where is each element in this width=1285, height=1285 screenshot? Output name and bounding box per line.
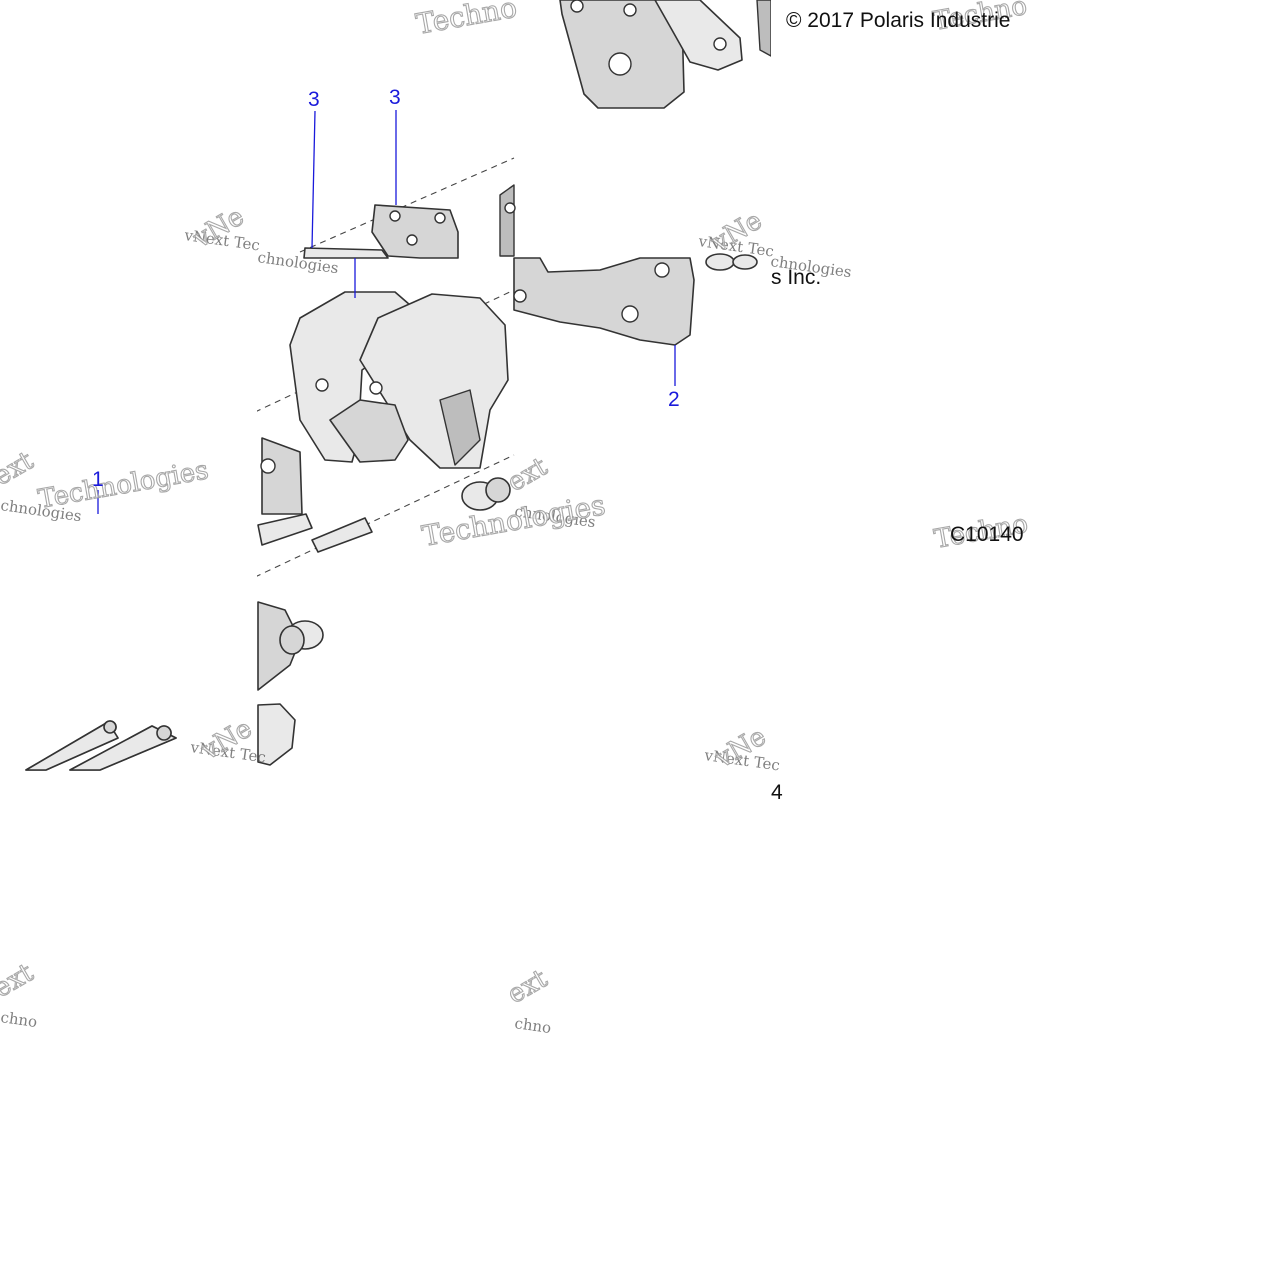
callout-1: 1 [92, 468, 104, 491]
svg-text:chno: chno [513, 1014, 552, 1037]
svg-text:chno: chno [0, 1008, 38, 1031]
bolts [257, 601, 324, 766]
svg-text:Techno: Techno [931, 0, 1029, 37]
mounting-bracket [513, 253, 758, 346]
callout-2: 2 [668, 388, 680, 411]
callout-3-right: 3 [389, 86, 401, 109]
long-bolts [25, 490, 177, 771]
svg-text:Techno: Techno [413, 0, 519, 41]
brake-pad-left [303, 184, 516, 259]
callouts: 3 3 2 1 4 [92, 86, 783, 804]
callout-4: 4 [771, 781, 783, 804]
diagram-code: C10140 [950, 523, 1024, 546]
caliper-body [260, 291, 511, 515]
credits: © 2017 Polaris Industrie s Inc. C10140 [771, 9, 1024, 546]
copyright-line-2: s Inc. [771, 266, 821, 289]
copyright-line-1: © 2017 Polaris Industrie [786, 9, 1010, 32]
brake-pad-top [559, 0, 772, 109]
callout-3-left: 3 [308, 88, 320, 111]
